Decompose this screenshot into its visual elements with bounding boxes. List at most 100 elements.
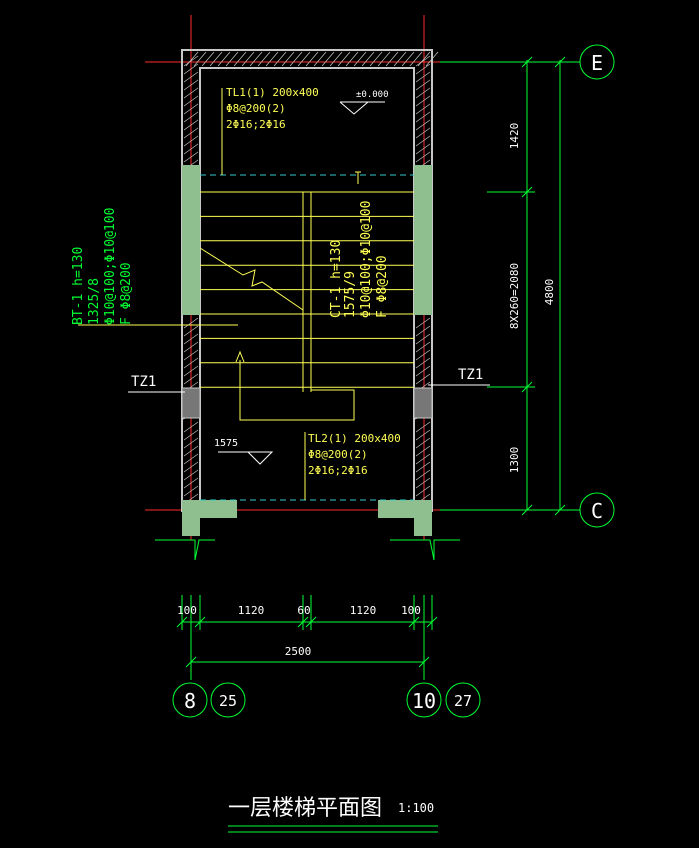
hatch-line	[415, 143, 431, 155]
hatch-line	[183, 63, 199, 75]
bottom-dim-1: 100	[177, 604, 197, 617]
bottom-left-column	[182, 500, 237, 518]
hatch-line	[183, 87, 199, 99]
hatch-line	[415, 485, 431, 497]
hatch-line	[183, 357, 199, 369]
hatch-line	[183, 469, 199, 481]
hatch-line	[415, 71, 431, 83]
leader-lines	[78, 88, 306, 500]
hatch-line	[183, 71, 199, 83]
axis-labels: E C 8 25 10 27	[184, 51, 603, 713]
hatch-line	[415, 111, 431, 123]
hatch-line	[217, 51, 231, 67]
white-labels: ±0.000 1575 TZ1 TZ1	[131, 90, 483, 449]
hatch-line	[305, 51, 319, 67]
hatch-line	[415, 429, 431, 441]
hatch-line	[201, 51, 215, 67]
bottom-dim-text: 100 1120 60 1120 100 2500	[177, 604, 421, 658]
hatch-line	[415, 469, 431, 481]
hatch-line	[415, 119, 431, 131]
tz1-leaders	[128, 384, 490, 393]
hatch-line	[353, 51, 367, 67]
tick-b5	[408, 616, 420, 628]
hatch-line	[321, 51, 335, 67]
hatch-line	[183, 373, 199, 385]
hatch-line	[415, 317, 431, 329]
hatch-line	[415, 445, 431, 457]
hatch-line	[415, 79, 431, 91]
tl2-title: TL2(1) 200x400	[308, 432, 401, 445]
bt1-line3: Φ10@100;Φ10@100	[103, 208, 118, 325]
hatch-line	[409, 51, 423, 67]
hatch-line	[415, 357, 431, 369]
hatch-line	[289, 51, 303, 67]
level-marks	[218, 101, 385, 465]
hatch-line	[183, 325, 199, 337]
hatch-line	[415, 103, 431, 115]
level-top-label: ±0.000	[356, 90, 389, 100]
bottom-dim-total: 2500	[285, 645, 312, 658]
tick-b8	[418, 656, 430, 668]
hatch-line	[183, 341, 199, 353]
dimension-lines	[155, 44, 615, 833]
hatch-line	[415, 325, 431, 337]
bt1-line2: 1325/8	[87, 278, 102, 325]
axis-label-10-ref: 27	[454, 692, 472, 710]
tick-r5	[554, 56, 566, 68]
hatch-line	[313, 51, 327, 67]
axis-label-8-ref: 25	[219, 692, 237, 710]
hatch-line	[415, 341, 431, 353]
hatch-line	[183, 453, 199, 465]
axis-bubble-e	[579, 44, 615, 80]
left-wall-column	[182, 165, 200, 315]
hatch-line	[297, 51, 311, 67]
tick-b7	[185, 656, 197, 668]
hatch-line	[415, 437, 431, 449]
hatch-line	[415, 349, 431, 361]
right-bottom-stub	[414, 518, 432, 536]
column-fills	[182, 165, 432, 536]
tick-b1	[176, 616, 188, 628]
tl2-line1: Φ8@200(2)	[308, 448, 368, 461]
hatch-line	[415, 63, 431, 75]
hatch-line	[425, 51, 439, 67]
left-bottom-stub	[182, 518, 200, 536]
tick-b3	[297, 616, 309, 628]
hatch-line	[369, 51, 383, 67]
tick-r6	[554, 504, 566, 516]
hatch-line	[393, 51, 407, 67]
hatch-line	[183, 55, 199, 67]
hatch-line	[183, 95, 199, 107]
break-line	[199, 247, 304, 311]
axis-bubble-c	[579, 492, 615, 528]
tick-b6	[426, 616, 438, 628]
tick-r1	[521, 56, 533, 68]
hatch-line	[415, 461, 431, 473]
hatch-line	[225, 51, 239, 67]
tick-r3	[521, 381, 533, 393]
tz1-columns	[181, 387, 433, 419]
hatch-line	[193, 51, 207, 67]
hatch-line	[183, 119, 199, 131]
bt1-line4: F Φ8@200	[119, 262, 134, 325]
tick-r4	[521, 504, 533, 516]
tl1-line1: Φ8@200(2)	[226, 102, 286, 115]
right-wall-column	[414, 165, 432, 315]
hatch-line	[415, 127, 431, 139]
hatch-line	[337, 51, 351, 67]
hatch-line	[183, 135, 199, 147]
tz1-right-label: TZ1	[458, 367, 483, 383]
hatch-line	[183, 143, 199, 155]
hatch-line	[385, 51, 399, 67]
hatch-line	[183, 485, 199, 497]
annotations-text: TL1(1) 200x400 Φ8@200(2) 2Φ16;2Φ16 TL2(1…	[226, 86, 401, 477]
hatch-line	[415, 453, 431, 465]
axis-label-c: C	[591, 499, 603, 523]
axis-bubble-10	[406, 682, 442, 718]
hatch-line	[183, 79, 199, 91]
axis-bubble-8	[172, 682, 208, 718]
right-dim-text: 1420 8X260=2080 1300 4800	[508, 123, 556, 474]
hatch-line	[281, 51, 295, 67]
tl2-line2: 2Φ16;2Φ16	[308, 464, 368, 477]
hatch-line	[183, 151, 199, 163]
